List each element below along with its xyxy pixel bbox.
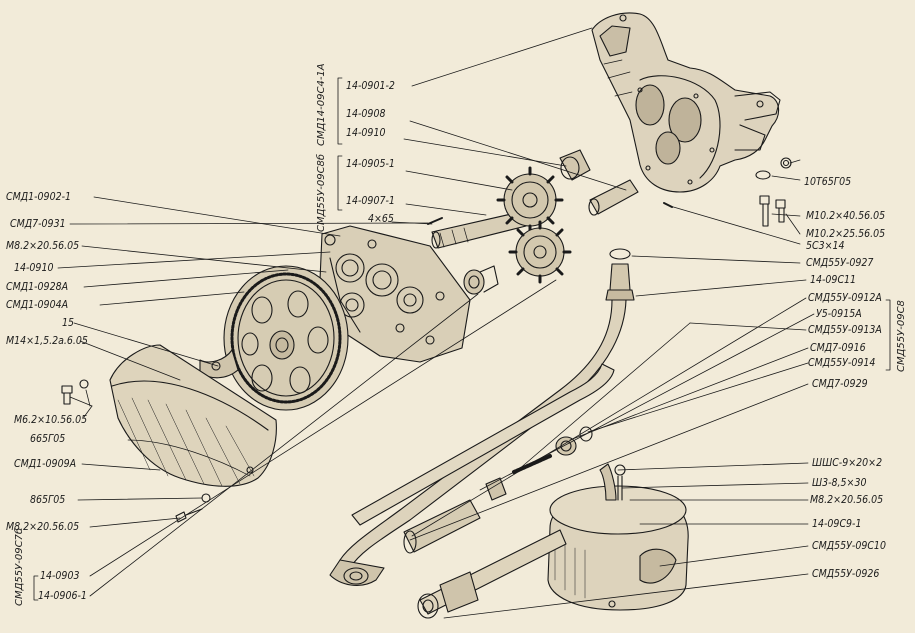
part-label: 14-0908	[346, 108, 386, 120]
part-label: СМД55У-09С10	[812, 540, 886, 552]
part-label: 14-0910	[346, 127, 386, 139]
gear-cover	[109, 344, 277, 487]
part-label: 14-0907-1	[346, 195, 395, 207]
part-label: СМД55У-0926	[812, 568, 880, 580]
part-label: 4×65	[368, 213, 394, 225]
part-label: М10.2×25.56.05	[806, 228, 886, 240]
suction-pipe	[329, 248, 635, 586]
drive-gear	[199, 265, 349, 411]
part-label: 665Г05	[30, 433, 66, 445]
part-label: СМД55У-0914	[808, 357, 876, 369]
group-label-bottom: СМД55У-09С7б	[14, 527, 25, 606]
group-label-mid: СМД55У-09С8б	[316, 153, 327, 232]
part-label: 14-0910	[14, 262, 54, 274]
part-label: 865Г05	[30, 494, 66, 506]
oil-strainer	[417, 463, 689, 619]
part-label: М14×1,5.2а.6.05	[6, 335, 88, 347]
part-label: М8.2×20.56.05	[6, 521, 80, 533]
part-label: СМД7-0931	[10, 218, 66, 230]
part-label: У5-0915А	[816, 308, 862, 320]
part-label: СМД55У-0927	[806, 257, 874, 269]
group-label-top: СМД14-09С4-1А	[316, 63, 327, 146]
pump-housing	[591, 12, 781, 193]
part-label: ШШС-9×20×2	[812, 457, 883, 469]
part-label: СМД1-0902-1	[6, 191, 72, 203]
part-label: СМД1-0928А	[6, 281, 69, 293]
group-label-right: СМД55У-09С8	[896, 300, 907, 372]
leader-lines	[33, 27, 891, 619]
part-label: СМД55У-0912А	[808, 292, 882, 304]
part-label: 14-09С11	[810, 274, 857, 286]
part-label: М8.2×20.56.05	[810, 494, 884, 506]
part-label: 10Т65Г05	[804, 176, 852, 188]
pump-gears	[463, 166, 572, 295]
part-label: Ш3-8,5×30	[812, 477, 867, 489]
part-label: 15	[62, 317, 75, 329]
valve-assembly	[351, 363, 615, 554]
part-label: 14-0905-1	[346, 158, 395, 170]
part-label: 14-0903	[40, 570, 80, 582]
part-label: СМД7-0929	[812, 378, 868, 390]
part-label: М8.2×20.56.05	[6, 240, 80, 252]
part-label: СМД1-0904А	[6, 299, 69, 311]
part-label: М6.2×10.56.05	[14, 414, 88, 426]
part-label: 14-09С9-1	[812, 518, 862, 530]
part-label: СМД55У-0913А	[808, 324, 882, 336]
part-label: М10.2×40.56.05	[806, 210, 886, 222]
part-label: 14-0906-1	[38, 590, 87, 602]
part-label: СМД1-0909А	[14, 458, 77, 470]
part-label: 14-0901-2	[346, 80, 395, 92]
part-label: 5С3×14	[806, 240, 845, 252]
part-label: СМД7-0916	[810, 342, 866, 354]
